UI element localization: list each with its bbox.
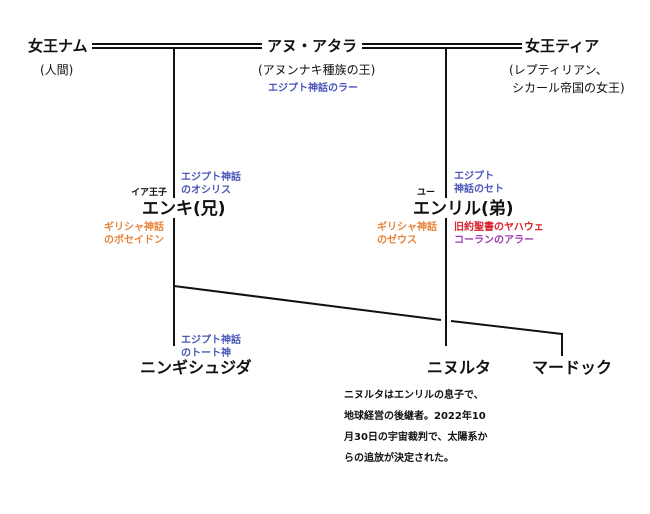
enki-egypt-note: エジプト神話のオシリス (181, 172, 241, 196)
enlil-title: ユー (417, 188, 436, 198)
enki-name: エンキ(兄) (142, 199, 226, 219)
link-enki-marduk-1 (173, 285, 442, 321)
enlil-egypt-note: エジプト神話のセト (454, 171, 504, 195)
queen-nam-sub: (人間) (40, 63, 74, 77)
enlil-bible-note: 旧約聖書のヤハウェ (454, 222, 544, 233)
anu-sub: (アヌンナキ種族の王) (258, 63, 376, 77)
ningishzida-name: ニンギシュジダ (140, 358, 252, 377)
marduk-name: マードック (532, 358, 613, 377)
anu-egypt-note: エジプト神話のラー (268, 83, 358, 94)
ningishzida-egypt-note: エジプト神話のトート神 (181, 335, 241, 359)
link-enki-marduk-2 (450, 320, 563, 335)
queen-nam-name: 女王ナム (28, 37, 88, 55)
queen-tia-sub2: シカール帝国の女王) (512, 81, 625, 95)
queen-tia-name: 女王ティア (525, 37, 600, 55)
enki-title: イア王子 (131, 188, 168, 198)
enki-greek-note: ギリシャ神話のポセイドン (104, 222, 164, 246)
enlil-quran-note: コーランのアラー (454, 235, 534, 246)
enlil-greek-note: ギリシャ神話のゼウス (377, 222, 437, 246)
anu-name: アヌ・アタラ (267, 37, 358, 55)
queen-tia-sub1: (レプティリアン、 (509, 63, 608, 77)
ninurta-name: ニヌルタ (427, 358, 492, 377)
enlil-name: エンリル(弟) (413, 199, 514, 219)
